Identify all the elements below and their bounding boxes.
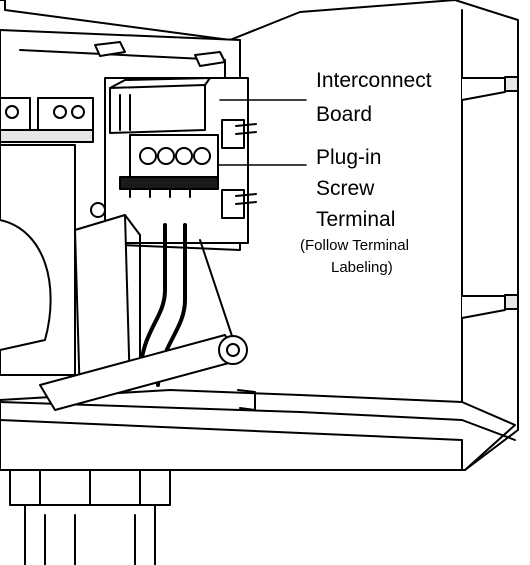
left-terminal-base xyxy=(0,129,94,143)
enclosure-top-edge xyxy=(0,0,456,41)
board-connector-upper-pins xyxy=(235,123,257,135)
left-terminal-screw-3 xyxy=(71,105,85,119)
board-relay-top xyxy=(109,77,211,89)
crossbar-end-hole xyxy=(226,343,240,357)
callout-interconnect-line1: Interconnect xyxy=(316,69,432,92)
callout-terminal-line3: Terminal xyxy=(316,208,396,231)
wall-notch-upper xyxy=(461,77,506,101)
board-relay-detail xyxy=(119,94,131,131)
wall-notch-lower-slot xyxy=(504,294,519,310)
terminal-screw-1 xyxy=(139,147,157,165)
left-terminal-screw-1 xyxy=(5,105,19,119)
callout-terminal-line1: Plug-in xyxy=(316,146,382,169)
bracket-hole xyxy=(90,202,106,218)
callout-interconnect-line2: Board xyxy=(316,103,373,126)
callout-terminal-line2: Screw xyxy=(316,177,375,200)
board-relay xyxy=(109,84,206,134)
callout-terminal-note-line2: Labeling) xyxy=(331,259,393,276)
conduit-pipe-detail xyxy=(44,514,136,565)
bracket-foot xyxy=(237,389,256,411)
left-round-cap xyxy=(0,219,52,351)
enclosure-front-face xyxy=(0,419,463,471)
wall-notch-upper-slot xyxy=(504,76,519,92)
callout-terminal-note-line1: (Follow Terminal xyxy=(300,237,409,254)
wall-notch-lower xyxy=(461,295,506,319)
board-connector-lower-pins xyxy=(235,193,257,205)
terminal-screw-4 xyxy=(193,147,211,165)
plug-in-terminal-pins xyxy=(129,188,191,198)
conduit-nut-facets xyxy=(39,469,141,506)
terminal-screw-3 xyxy=(175,147,193,165)
plug-in-terminal-base xyxy=(119,176,219,190)
left-terminal-screw-2 xyxy=(53,105,67,119)
crossbar-support xyxy=(199,239,233,337)
top-tab-right xyxy=(194,51,226,67)
enclosure-floor-lip xyxy=(0,401,516,441)
top-tab-left xyxy=(94,41,126,57)
conduit-pipe xyxy=(24,504,156,565)
enclosure-right-wall xyxy=(454,0,519,471)
terminal-screw-2 xyxy=(157,147,175,165)
